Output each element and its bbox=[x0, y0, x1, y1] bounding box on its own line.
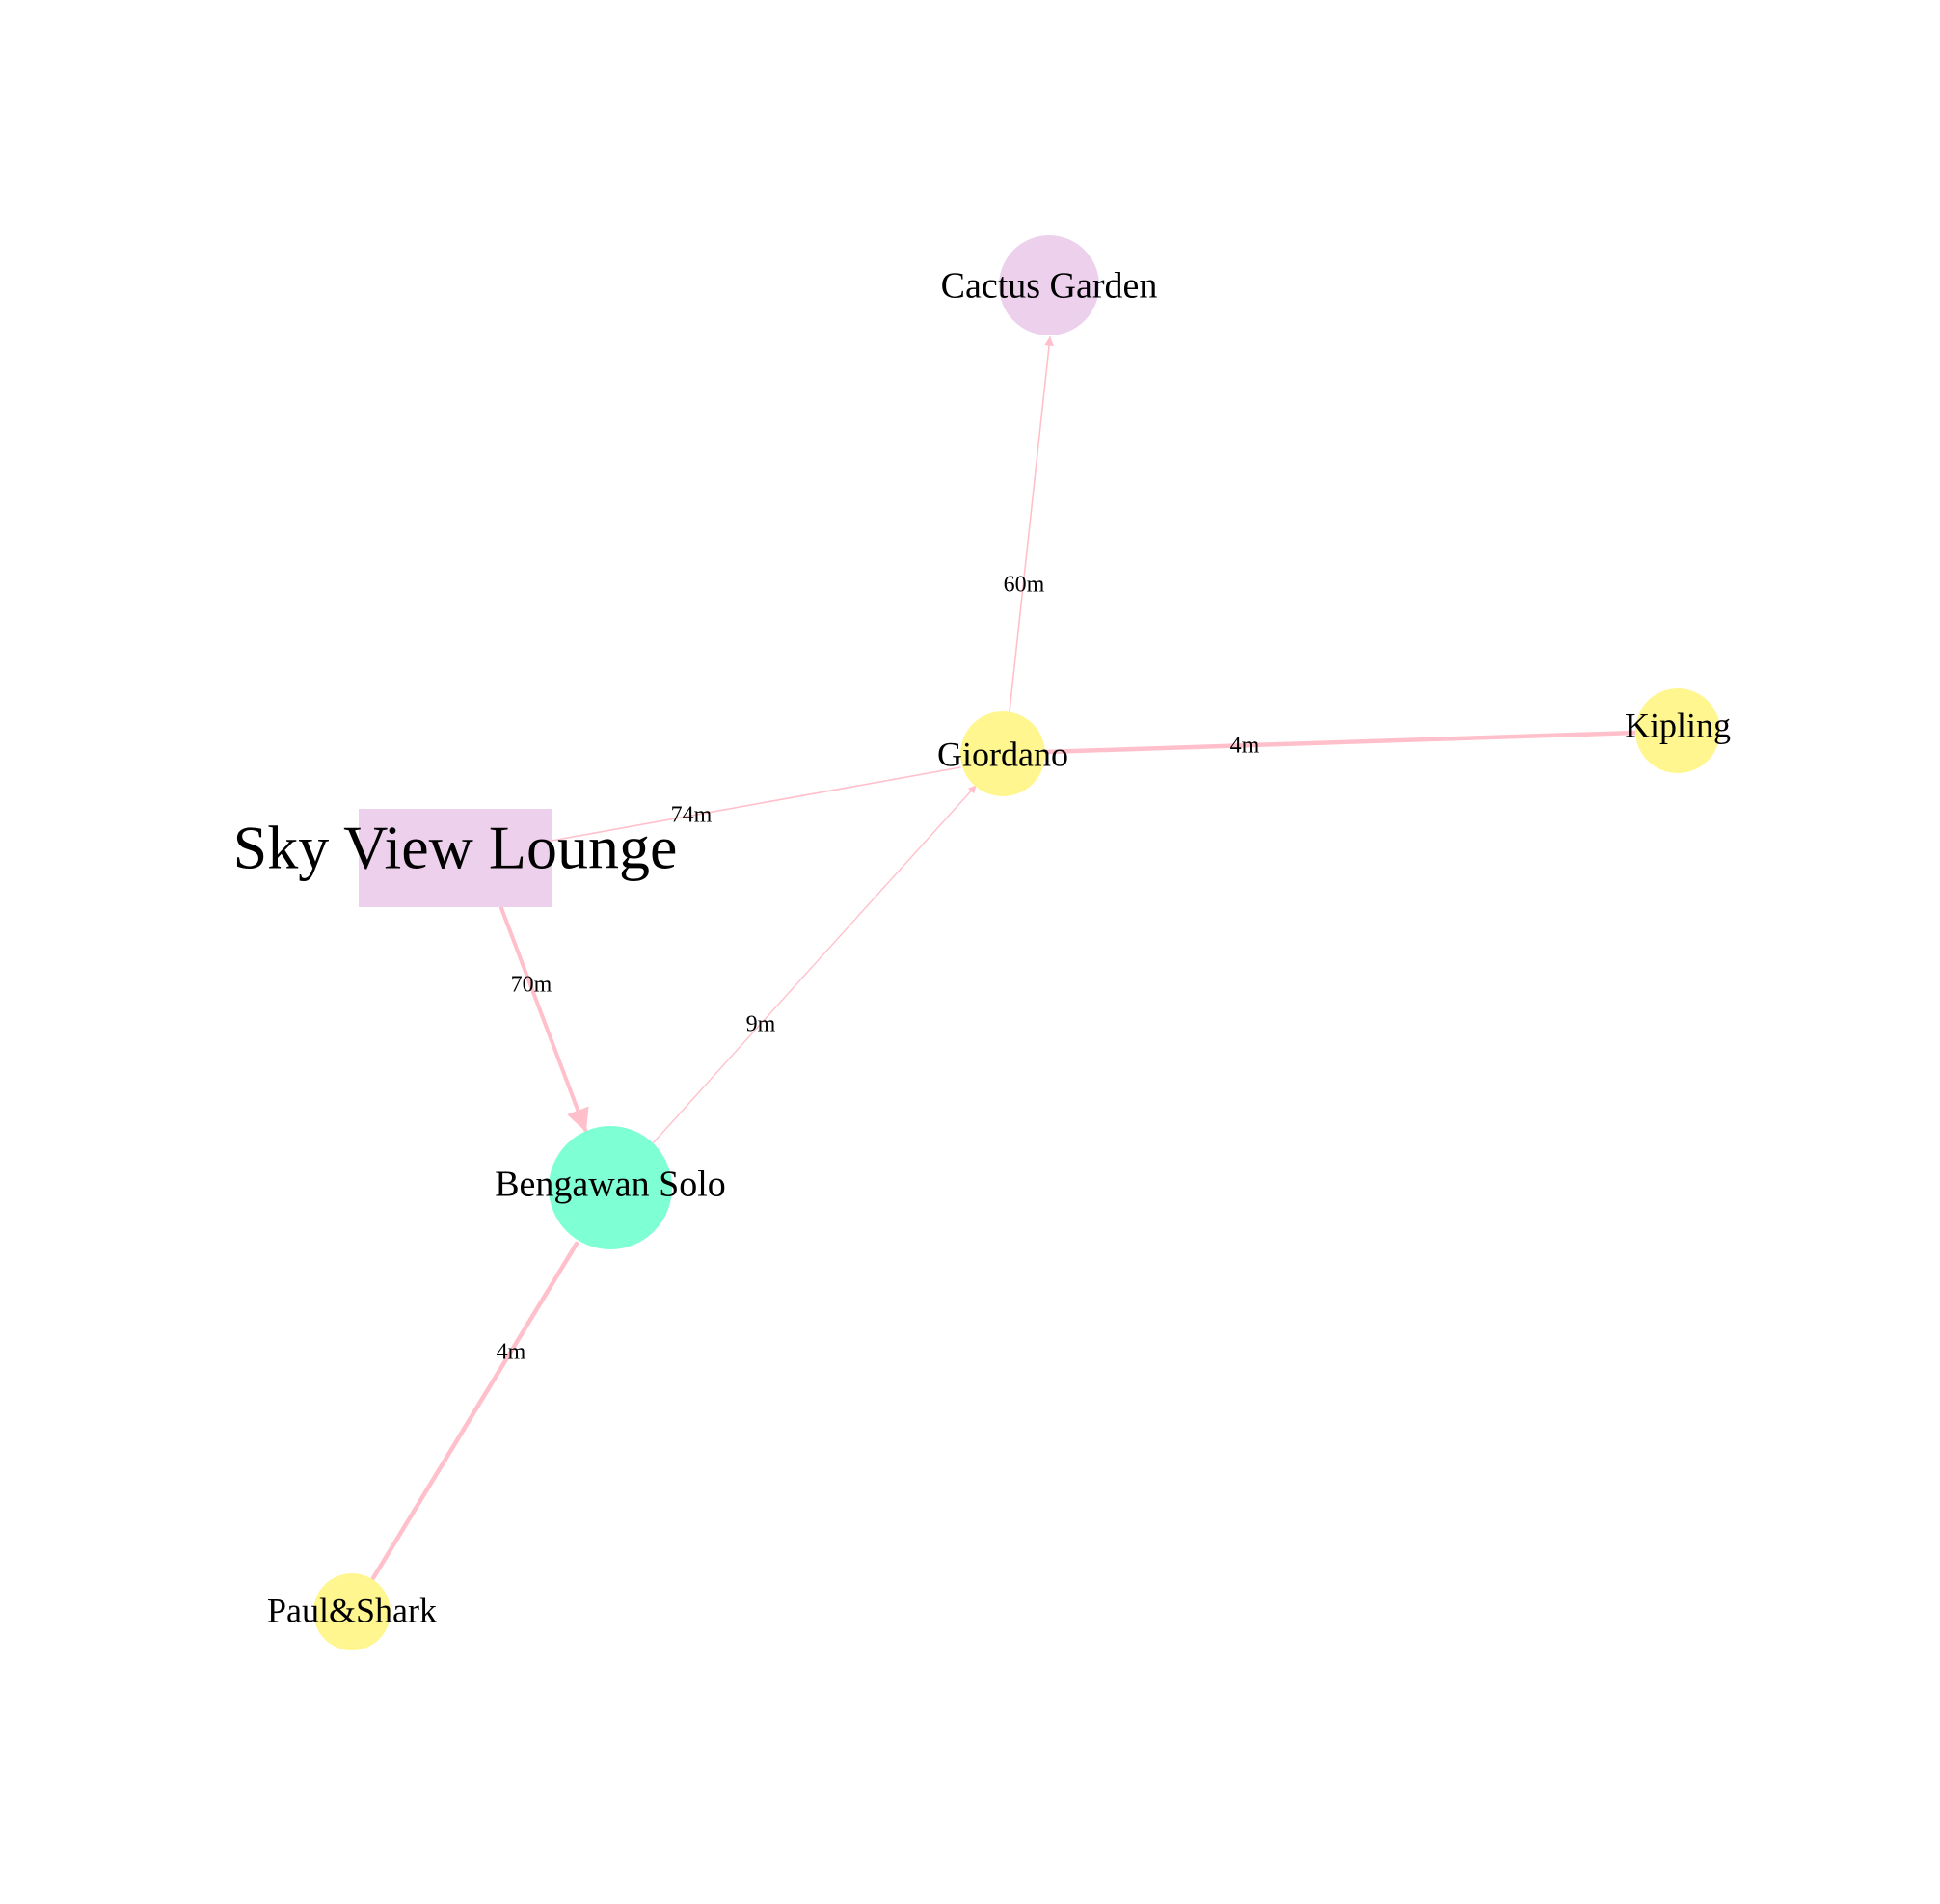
node-shape-paul-shark bbox=[313, 1573, 391, 1650]
node-bengawan-solo: Bengawan Solo bbox=[495, 1126, 726, 1249]
node-kipling: Kipling bbox=[1625, 688, 1731, 773]
node-shape-kipling bbox=[1635, 688, 1720, 773]
node-paul-shark: Paul&Shark bbox=[267, 1573, 437, 1650]
node-label-kipling: Kipling bbox=[1625, 706, 1731, 744]
edges-layer bbox=[370, 336, 1638, 1581]
edge-bengawan_solo-paul_shark bbox=[370, 1241, 579, 1581]
node-label-sky-view-lounge: Sky View Lounge bbox=[233, 814, 678, 882]
node-sky-view-lounge: Sky View Lounge bbox=[233, 809, 678, 907]
edge-giordano-kipling bbox=[1042, 730, 1638, 755]
node-cactus-garden: Cactus Garden bbox=[941, 235, 1158, 335]
edge-label-bengawan_solo-paul_shark: 4m bbox=[497, 1340, 526, 1365]
edge-bengawan_solo-giordano bbox=[652, 785, 977, 1144]
node-shape-sky-view-lounge bbox=[359, 809, 552, 907]
node-label-cactus-garden: Cactus Garden bbox=[941, 266, 1158, 307]
edge-label-giordano-kipling: 4m bbox=[1230, 734, 1260, 759]
node-shape-bengawan-solo bbox=[549, 1126, 672, 1249]
node-shape-giordano bbox=[960, 711, 1045, 796]
edge-sky_view_lounge-giordano bbox=[551, 766, 961, 842]
edge-label-giordano-cactus_garden: 60m bbox=[1004, 573, 1045, 598]
edge-label-sky_view_lounge-giordano: 74m bbox=[671, 803, 713, 828]
node-giordano: Giordano bbox=[937, 711, 1068, 796]
edge-sky_view_lounge-bengawan_solo bbox=[499, 906, 589, 1133]
node-label-paul-shark: Paul&Shark bbox=[267, 1591, 437, 1629]
node-label-giordano: Giordano bbox=[937, 735, 1068, 773]
node-shape-cactus-garden bbox=[999, 235, 1099, 335]
edge-label-sky_view_lounge-bengawan_solo: 70m bbox=[511, 973, 552, 998]
edge-label-bengawan_solo-giordano: 9m bbox=[746, 1012, 776, 1037]
edge-giordano-cactus_garden bbox=[1009, 336, 1054, 712]
node-label-bengawan-solo: Bengawan Solo bbox=[495, 1165, 726, 1205]
edge-labels-layer: 60m 4m 74m 70m 9m 4m bbox=[497, 573, 1260, 1365]
